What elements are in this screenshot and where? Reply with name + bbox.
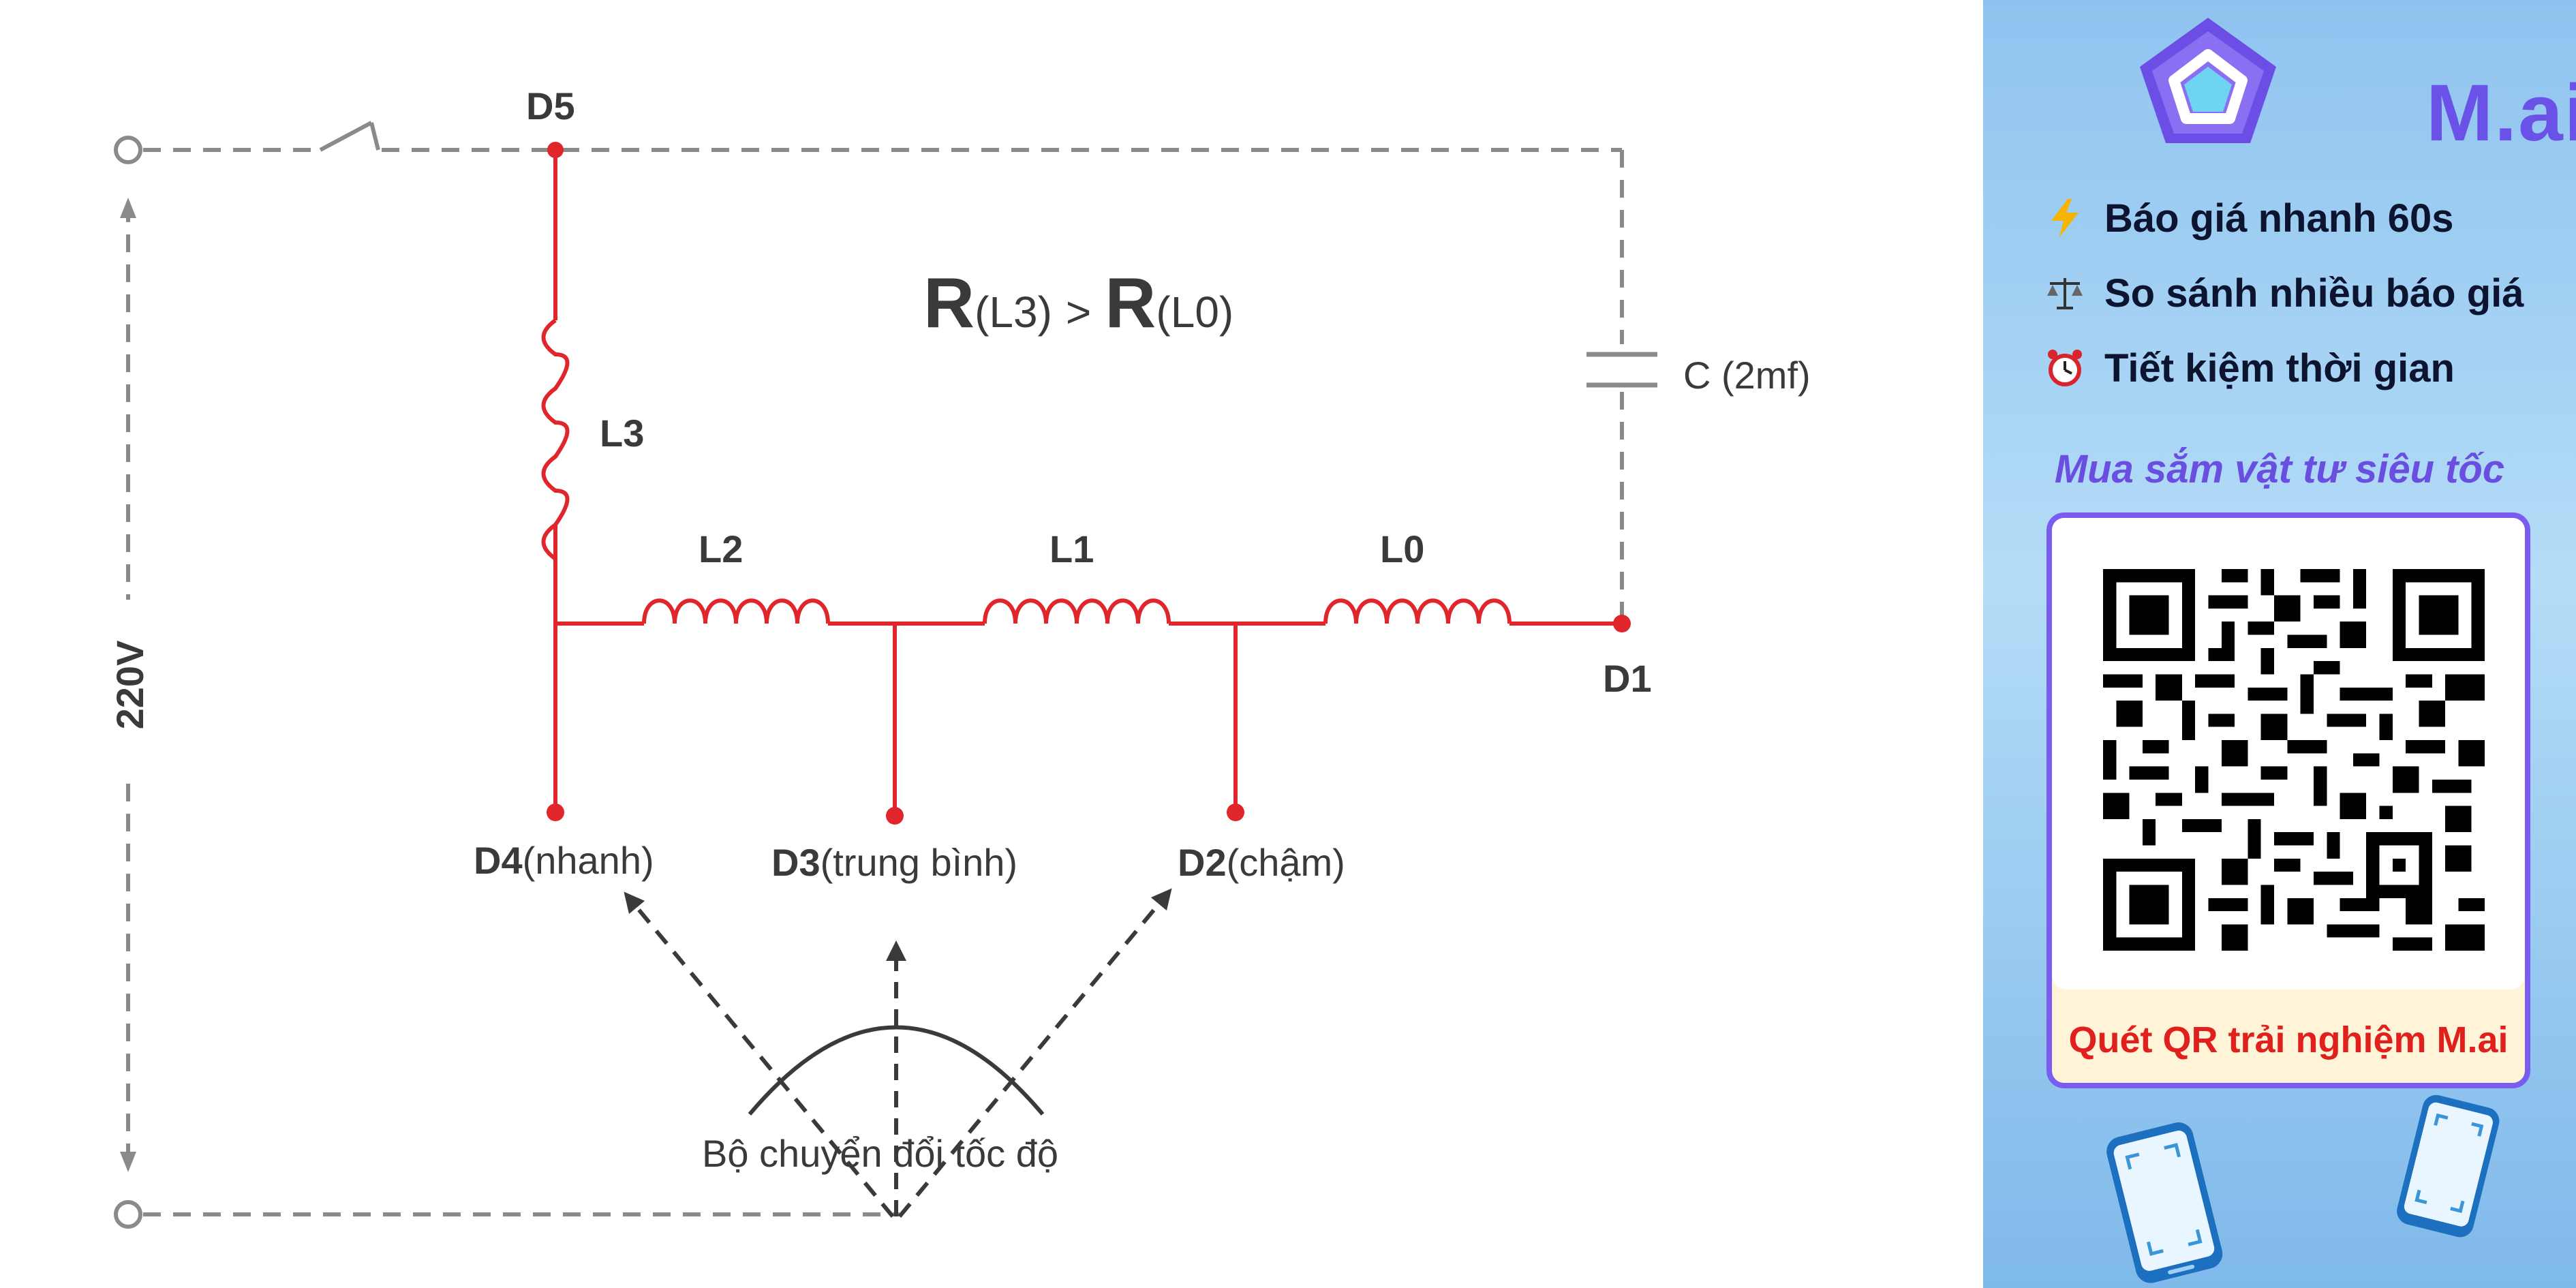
supply-terminal-bottom	[114, 1200, 142, 1229]
feature-item: So sánh nhiều báo giá	[2044, 256, 2576, 331]
qr-card[interactable]: Quét QR trải nghiệm M.ai	[2046, 512, 2530, 1088]
tagline: Mua sắm vật tư siêu tốc	[2054, 447, 2505, 491]
node-d5-label: D5	[526, 85, 575, 127]
motor-windings	[541, 150, 1622, 814]
brand-logo: M.ai	[2133, 12, 2576, 158]
coil-l3-label: L3	[600, 412, 644, 455]
lightning-icon	[2051, 199, 2079, 237]
power-switch	[319, 121, 380, 152]
coil-l1-label: L1	[1049, 527, 1094, 570]
coil-l2-label: L2	[699, 527, 743, 570]
resistance-relation: R(L3)>R(L0)	[923, 264, 1233, 343]
phone-scan-icon-left	[2106, 1122, 2223, 1283]
alarm-clock-icon	[2048, 350, 2082, 386]
node-d3-dot	[886, 807, 904, 825]
feature-item: Tiết kiệm thời gian	[2044, 331, 2576, 405]
coil-l3	[541, 318, 570, 561]
coil-l1	[983, 598, 1171, 624]
node-d2-dot	[1227, 803, 1244, 821]
feature-label: So sánh nhiều báo giá	[2104, 271, 2524, 316]
voltage-arrow-up	[120, 198, 136, 218]
supply-wiring	[126, 148, 1624, 1216]
scale-icon	[2047, 278, 2083, 309]
node-d5-dot	[547, 142, 564, 158]
voltage-label: 220V	[108, 641, 151, 730]
capacitor	[1586, 352, 1657, 388]
capacitor-label: C (2mf)	[1683, 354, 1811, 397]
node-d2-label: D2(chậm)	[1178, 841, 1345, 884]
qr-code-icon[interactable]	[2103, 569, 2485, 951]
feature-list: Báo giá nhanh 60s So sánh nhiều báo giá …	[2044, 181, 2576, 405]
feature-label: Báo giá nhanh 60s	[2104, 196, 2454, 241]
feature-label: Tiết kiệm thời gian	[2104, 346, 2455, 390]
coil-l0	[1323, 598, 1512, 624]
speed-switch-label: Bộ chuyển đổi tốc độ	[702, 1132, 1058, 1175]
coil-l2	[642, 598, 830, 624]
coil-l0-label: L0	[1380, 527, 1424, 570]
fan-motor-circuit-diagram: D5 D1 L3 L2 L1 L0 C (2mf) 220V R(L3)>R(L…	[108, 85, 1811, 1229]
feature-item: Báo giá nhanh 60s	[2044, 181, 2576, 256]
node-d4-label: D4(nhanh)	[474, 839, 654, 882]
node-d3-label: D3(trung bình)	[771, 841, 1017, 884]
supply-terminal-top	[114, 136, 142, 164]
pentagon-logo-icon	[2140, 18, 2276, 143]
node-d1-label: D1	[1603, 657, 1652, 700]
qr-code-frame	[2052, 518, 2525, 990]
phone-scan-icon-right	[2397, 1094, 2500, 1238]
node-d1-dot	[1613, 615, 1631, 632]
mai-promo-sidebar[interactable]: M.ai Báo giá nhanh 60s So sánh nhiều báo…	[1983, 0, 2576, 1288]
speed-selector	[624, 888, 1172, 1218]
selector-arc	[748, 1025, 1045, 1116]
voltage-arrow-down	[120, 1152, 136, 1172]
qr-caption: Quét QR trải nghiệm M.ai	[2068, 1019, 2509, 1060]
brand-name: M.ai	[2426, 68, 2576, 158]
node-d4-dot	[547, 803, 564, 821]
